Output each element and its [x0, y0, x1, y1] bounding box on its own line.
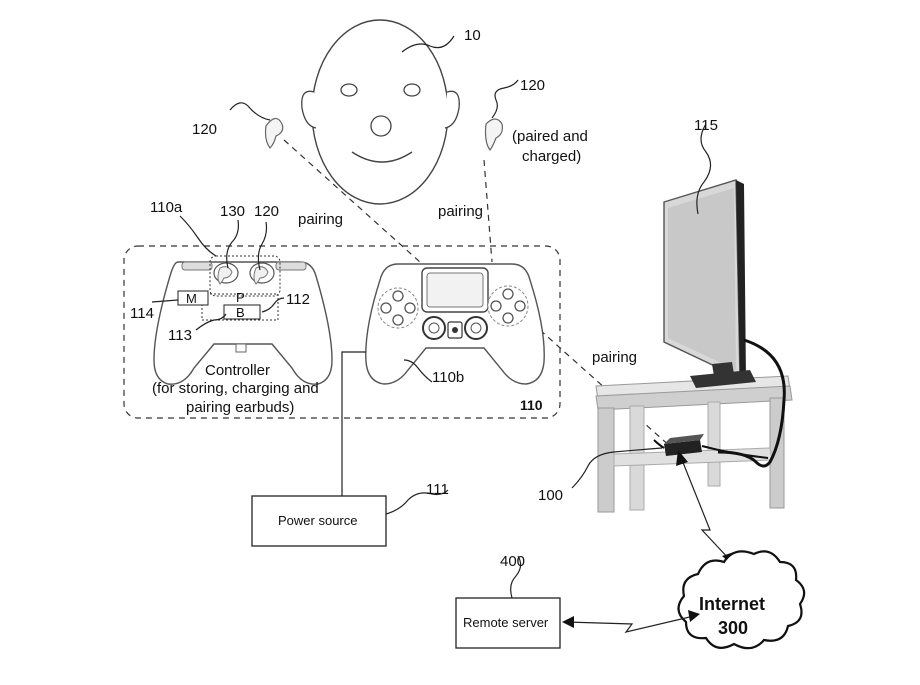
module-m: M [177, 290, 209, 306]
tv-label: 115 [694, 117, 718, 134]
earbud-right-icon [484, 118, 503, 152]
n114-leader [151, 299, 179, 303]
internet-label: Internet [699, 594, 765, 614]
ctrl-b-label: 110b [432, 369, 464, 386]
earbud-slot-left-icon [213, 262, 239, 285]
controller-group-box [123, 245, 561, 419]
pairing-line-left [283, 139, 421, 263]
tv-leader [696, 123, 712, 215]
arrowhead-right [688, 610, 700, 622]
pairing-label-tv: pairing [592, 349, 637, 366]
controller-110b [365, 263, 545, 385]
n113-leader [195, 313, 227, 331]
ctrl-130-label: 130 [220, 203, 245, 220]
internet-cloud-icon [677, 550, 806, 650]
user-head [301, 19, 460, 205]
power-number: 111 [426, 481, 449, 498]
internet-number: 300 [718, 618, 748, 638]
earbud-right-label: 120 [520, 77, 545, 94]
n112-leader [261, 297, 285, 313]
dongle-leader [571, 447, 663, 489]
ctrl-b-leader [403, 359, 433, 383]
group-label: 110 [520, 397, 543, 413]
server-leader [510, 555, 522, 599]
server-number: 400 [500, 553, 525, 570]
module-b-label: B [236, 305, 245, 320]
ctrl-a-leader [179, 215, 217, 257]
arrowhead-left [562, 616, 574, 628]
earbud-note-line-2: charged) [522, 148, 581, 165]
power-source-label: Power source [278, 513, 357, 528]
ctrl-120-label: 120 [254, 203, 279, 220]
power-leader [385, 489, 449, 515]
earbud-right-leader [491, 79, 519, 119]
head-label: 10 [464, 27, 481, 44]
pairing-line-right [483, 159, 493, 263]
remote-server-label: Remote server [463, 615, 549, 630]
server-internet-link [565, 615, 695, 633]
earbud-left-icon [264, 117, 284, 149]
remote-server-box [455, 597, 561, 649]
earbud-note-line-1: (paired and [512, 128, 588, 145]
power-source-box [251, 495, 387, 547]
dongle-internet-link [681, 459, 731, 561]
controller-desc-2: pairing earbuds) [186, 399, 294, 416]
n113-label: 113 [168, 327, 192, 344]
television [663, 179, 786, 468]
earbud-slot-right-icon [249, 262, 275, 285]
head-leader-line [401, 35, 455, 53]
dongle-device [653, 434, 769, 459]
module-p-b: P B [223, 290, 261, 320]
earbud-left-label: 120 [192, 121, 217, 138]
module-m-label: M [186, 291, 197, 306]
pairing-label-left: pairing [298, 211, 343, 228]
power-cable [341, 351, 366, 496]
controller-desc-1: (for storing, charging and [152, 380, 319, 397]
arrowhead-up [676, 450, 688, 466]
ctrl-a-label: 110a [150, 199, 183, 216]
n114-label: 114 [130, 305, 154, 322]
pairing-label-right: pairing [438, 203, 483, 220]
controller-title: Controller [205, 362, 270, 379]
n112-label: 112 [286, 291, 310, 308]
module-p-label: P [236, 290, 245, 305]
ctrl-120-leader [257, 221, 268, 271]
ctrl-130-leader [226, 219, 239, 269]
dongle-label: 100 [538, 487, 563, 504]
earbud-left-leader [229, 102, 271, 121]
